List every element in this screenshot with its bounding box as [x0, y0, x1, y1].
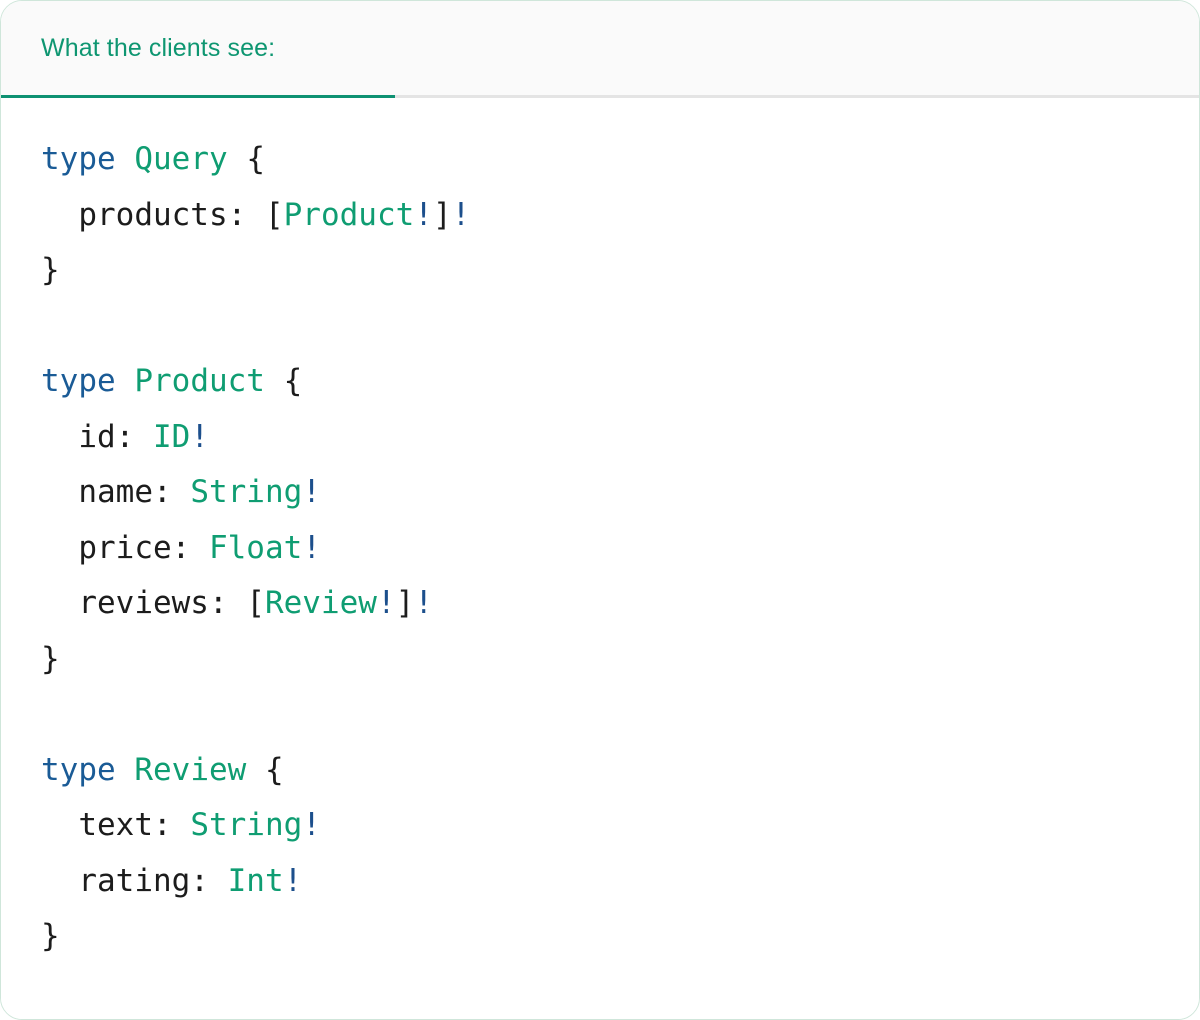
code-token: reviews:: [41, 585, 247, 621]
code-token: [116, 363, 135, 399]
code-token: Review: [134, 751, 247, 788]
code-token: price:: [41, 529, 209, 566]
code-token: rating:: [41, 862, 228, 899]
tab-bar: What the clients see:: [1, 1, 1199, 98]
code-token: products:: [41, 196, 265, 233]
code-token: type: [41, 751, 116, 788]
tab-what-the-clients-see[interactable]: What the clients see:: [1, 1, 395, 98]
code-line: rating: Int!: [41, 854, 1199, 910]
code-line: type Review {: [41, 743, 1199, 799]
code-token: ]: [432, 196, 452, 233]
code-line: price: Float!: [41, 521, 1199, 577]
code-token: [: [264, 196, 284, 233]
code-token: {: [246, 751, 284, 788]
code-token: Product: [283, 196, 415, 233]
code-token: Float: [208, 529, 303, 566]
code-token: {: [264, 363, 303, 399]
code-token: Query: [134, 141, 228, 177]
code-line: }: [41, 243, 1199, 299]
code-token: String: [190, 474, 303, 510]
code-line: products: [Product!]!: [41, 188, 1199, 244]
code-token: type: [41, 141, 116, 177]
code-line: [41, 299, 1199, 355]
code-token: ]: [395, 585, 415, 621]
code-line: name: String!: [41, 465, 1199, 521]
code-token: name:: [41, 474, 191, 510]
code-token: String: [190, 807, 303, 843]
code-token: Product: [134, 363, 265, 399]
code-token: type: [41, 363, 116, 399]
code-block: type Query { products: [Product!]!} type…: [1, 98, 1199, 1019]
code-token: id:: [41, 418, 153, 455]
code-token: }: [41, 640, 60, 677]
code-line: [41, 687, 1199, 743]
graphql-schema-code: type Query { products: [Product!]!} type…: [1, 132, 1199, 965]
code-line: type Product {: [41, 354, 1199, 410]
code-token: !: [302, 474, 321, 510]
code-token: Review: [264, 585, 377, 621]
code-token: !: [451, 196, 471, 233]
code-token: [116, 752, 135, 788]
code-token: Int: [227, 862, 284, 899]
code-token: !: [414, 585, 433, 621]
code-token: [: [246, 585, 265, 621]
code-token: !: [414, 196, 433, 233]
code-token: [116, 141, 135, 177]
code-line: id: ID!: [41, 410, 1199, 466]
code-token: !: [376, 585, 396, 621]
code-token: !: [283, 862, 303, 899]
code-token: {: [227, 141, 265, 177]
code-token: !: [302, 807, 321, 843]
code-token: text:: [41, 807, 191, 843]
code-token: }: [41, 252, 60, 288]
code-token: !: [302, 529, 321, 566]
code-line: reviews: [Review!]!: [41, 576, 1199, 632]
code-line: text: String!: [41, 798, 1199, 854]
code-token: }: [41, 918, 60, 954]
code-token: ID: [152, 418, 191, 455]
tab-label: What the clients see:: [41, 33, 276, 62]
code-line: type Query {: [41, 132, 1199, 188]
code-line: }: [41, 909, 1199, 965]
code-line: }: [41, 632, 1199, 688]
tab-active-underline: [1, 95, 395, 98]
code-token: !: [190, 418, 209, 455]
